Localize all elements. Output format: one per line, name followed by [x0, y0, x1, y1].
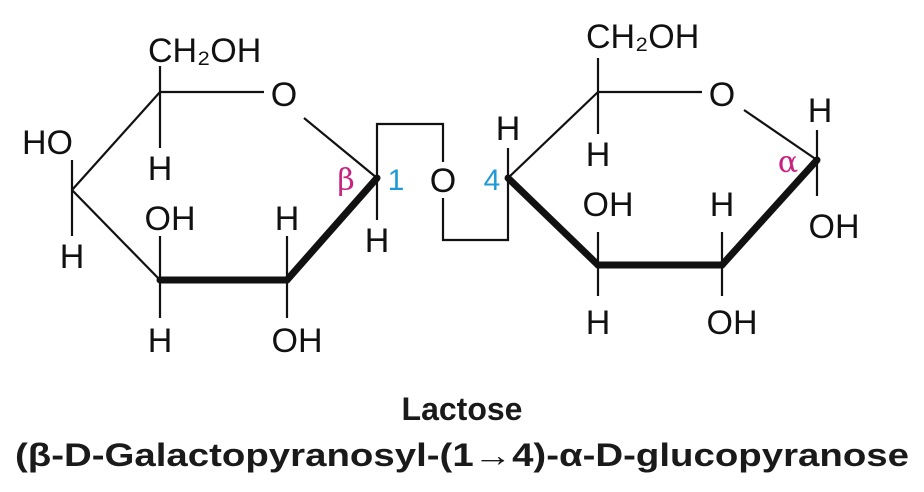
galactose-c4-hydrogen: H: [60, 238, 85, 276]
galactose-c3-hydrogen: H: [148, 322, 173, 360]
galactose-c1-hydrogen: H: [365, 222, 390, 260]
galactose-c2-hydrogen: H: [275, 200, 300, 238]
glucose-c1-hydroxyl: OH: [809, 208, 860, 246]
galactose-substituent-bonds: [70, 66, 379, 318]
galactose-c3-hydroxyl: OH: [145, 200, 196, 238]
galactose-ring-oxygen: O: [271, 76, 297, 114]
galactose-ch2oh-label: CH₂OH: [148, 32, 261, 70]
glucose-ring-oxygen: O: [709, 76, 735, 114]
galactose-ring: [71, 90, 381, 284]
linkage-position-1: 1: [388, 164, 405, 197]
glucose-c5-hydrogen: H: [586, 136, 611, 174]
glucose-c3-hydroxyl: OH: [583, 186, 634, 224]
glucose-c1-hydrogen: H: [808, 92, 833, 130]
glucose-ring: [504, 90, 821, 269]
glucose-ch2oh-label: CH₂OH: [586, 18, 699, 56]
galactose-c5-hydrogen: H: [148, 150, 173, 188]
beta-anomer-label: β: [337, 163, 354, 198]
glucose-substituent-bonds: [506, 58, 819, 296]
glycosidic-oxygen: O: [430, 162, 456, 200]
glucose-c2-hydroxyl: OH: [707, 304, 758, 342]
linkage-position-4: 4: [484, 164, 501, 197]
glucose-c2-hydrogen: H: [710, 186, 735, 224]
galactose-c2-hydroxyl: OH: [272, 322, 323, 360]
galactose-c4-hydroxyl: HO: [22, 124, 73, 162]
alpha-anomer-label: α: [778, 145, 798, 180]
compound-name: Lactose: [402, 391, 523, 427]
systematic-name: (β-D-Galactopyranosyl-(1→4)-α-D-glucopyr…: [15, 437, 909, 473]
glucose-c4-hydrogen: H: [496, 110, 521, 148]
glucose-c3-hydrogen: H: [586, 304, 611, 342]
glycosidic-linkage-bonds: [375, 122, 510, 242]
